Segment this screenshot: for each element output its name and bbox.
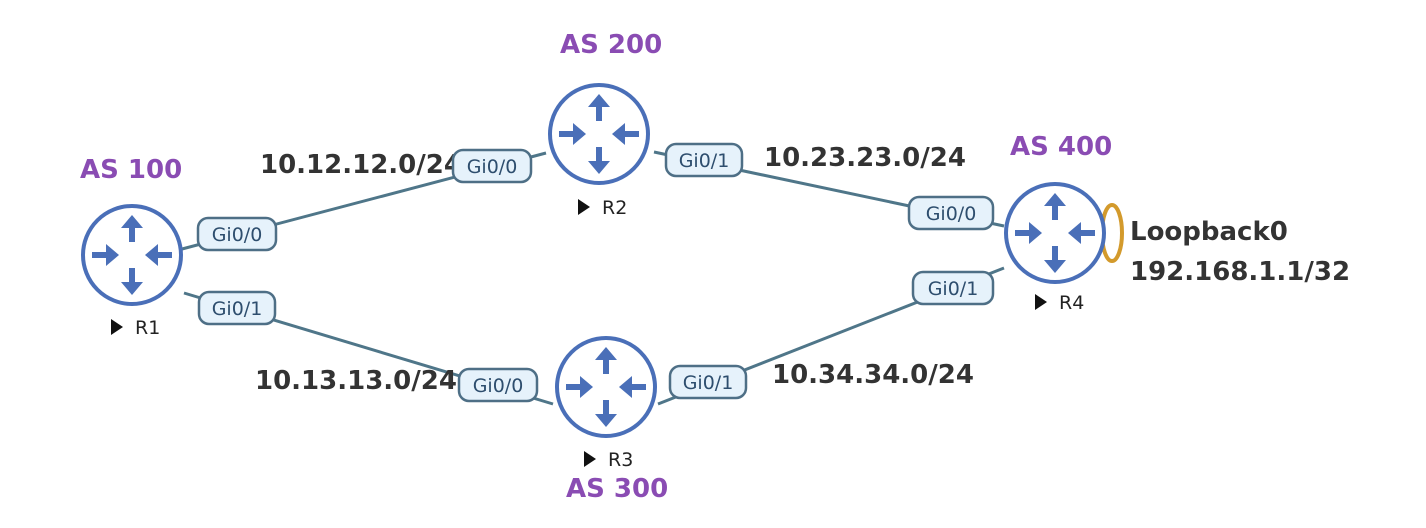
network-label-r3-r4: 10.34.34.0/24 xyxy=(772,360,974,390)
svg-text:Gi0/0: Gi0/0 xyxy=(467,156,518,178)
router-r1[interactable] xyxy=(81,204,183,306)
router-icon xyxy=(548,83,650,185)
interface-r4-gi0-1[interactable]: Gi0/1 xyxy=(911,270,995,306)
play-icon[interactable] xyxy=(578,199,590,215)
play-icon[interactable] xyxy=(1035,294,1047,310)
interface-r2-gi0-1[interactable]: Gi0/1 xyxy=(664,142,744,178)
router-icon xyxy=(1004,182,1106,284)
as-label-r1: AS 100 xyxy=(80,155,182,185)
svg-text:R3: R3 xyxy=(608,449,633,471)
router-name-r4[interactable]: R4 xyxy=(1035,292,1084,314)
router-r3[interactable] xyxy=(555,336,657,438)
play-icon[interactable] xyxy=(111,319,123,335)
svg-text:Gi0/1: Gi0/1 xyxy=(679,150,730,172)
svg-text:Gi0/0: Gi0/0 xyxy=(926,203,977,225)
network-label-r1-r3: 10.13.13.0/24 xyxy=(255,366,457,396)
svg-text:R2: R2 xyxy=(602,197,627,219)
network-label-r1-r2: 10.12.12.0/24 xyxy=(260,150,462,180)
router-icon xyxy=(81,204,183,306)
interface-r4-gi0-0[interactable]: Gi0/0 xyxy=(907,195,995,231)
svg-text:Gi0/1: Gi0/1 xyxy=(683,372,734,394)
interface-r1-gi0-1[interactable]: Gi0/1 xyxy=(197,290,277,326)
loopback-address: 192.168.1.1/32 xyxy=(1130,257,1350,287)
router-name-r2[interactable]: R2 xyxy=(578,197,627,219)
svg-text:Gi0/1: Gi0/1 xyxy=(928,278,979,300)
svg-text:Gi0/1: Gi0/1 xyxy=(212,298,263,320)
svg-text:R1: R1 xyxy=(135,317,160,339)
interface-r2-gi0-0[interactable]: Gi0/0 xyxy=(451,148,533,184)
router-icon xyxy=(555,336,657,438)
loopback-name: Loopback0 xyxy=(1130,217,1288,247)
network-label-r2-r4: 10.23.23.0/24 xyxy=(764,143,966,173)
interface-r3-gi0-1[interactable]: Gi0/1 xyxy=(668,364,748,400)
interface-r3-gi0-0[interactable]: Gi0/0 xyxy=(457,367,539,403)
play-icon[interactable] xyxy=(584,451,596,467)
as-label-r4: AS 400 xyxy=(1010,132,1112,162)
router-name-r1[interactable]: R1 xyxy=(111,317,160,339)
as-label-r2: AS 200 xyxy=(560,30,662,60)
router-r2[interactable] xyxy=(548,83,650,185)
interface-r1-gi0-0[interactable]: Gi0/0 xyxy=(196,216,278,252)
router-r4[interactable] xyxy=(1004,182,1106,284)
router-name-r3[interactable]: R3 xyxy=(584,449,633,471)
svg-text:Gi0/0: Gi0/0 xyxy=(212,224,263,246)
svg-text:R4: R4 xyxy=(1059,292,1084,314)
as-label-r3: AS 300 xyxy=(566,474,668,504)
svg-text:Gi0/0: Gi0/0 xyxy=(473,375,524,397)
